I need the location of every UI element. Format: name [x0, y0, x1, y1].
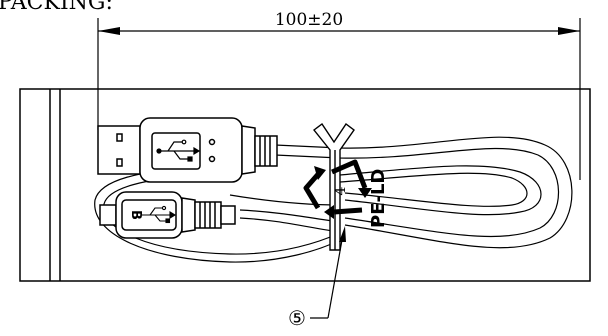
twist-tie [313, 122, 355, 251]
recycle-arrow-1 [358, 188, 372, 198]
recycle-material: PE-LD [368, 169, 389, 228]
packing-bag [19, 88, 591, 282]
recycle-arrow-3 [314, 166, 326, 180]
packing-header: PACKING: [0, 0, 113, 15]
recycle-code: 4 [333, 186, 349, 195]
dimension-line [97, 18, 581, 180]
callout-number: ⑤ [288, 306, 306, 330]
usb-a-connector [97, 117, 278, 183]
callout-leader [310, 239, 343, 319]
recycle-arrow-2 [324, 205, 334, 219]
dimension-arrow-right [558, 27, 580, 35]
usb-trident-icon [156, 139, 201, 162]
callout-arrow [339, 226, 346, 242]
cable-coil [94, 136, 573, 263]
micro-b-letter: B [128, 210, 143, 220]
micro-usb-icon [142, 205, 177, 224]
dimension-label: 100±20 [275, 10, 343, 30]
dimension-arrow-left [98, 27, 120, 35]
recycle-symbol [303, 159, 368, 215]
